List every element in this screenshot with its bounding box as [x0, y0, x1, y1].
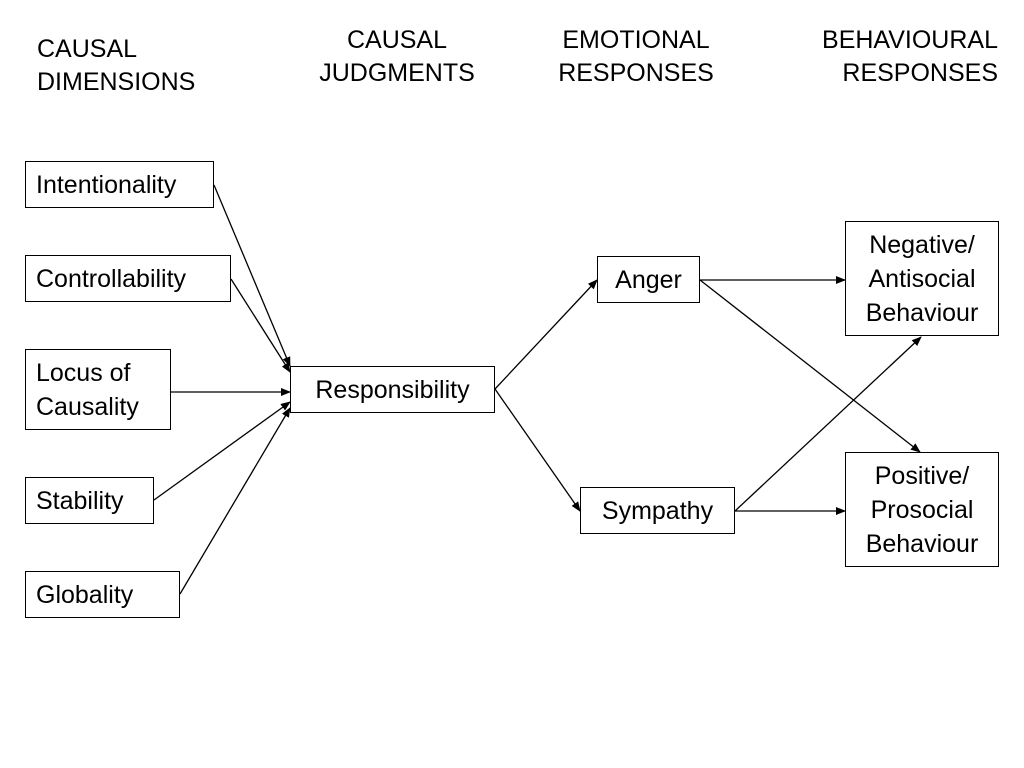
node-label: Prosocial: [870, 495, 974, 524]
node-label: Positive/: [874, 461, 970, 490]
arrow-responsibility-to-sympathy: [494, 388, 581, 512]
header-line: CAUSAL: [37, 35, 138, 63]
node-label: Behaviour: [865, 529, 979, 558]
arrow-stability-to-responsibility: [153, 401, 291, 501]
node-responsibility: Responsibility: [290, 366, 495, 413]
header-behavioural-responses: BEHAVIOURAL RESPONSES: [780, 24, 998, 90]
node-anger: Anger: [597, 256, 700, 303]
header-line: BEHAVIOURAL: [822, 26, 998, 54]
header-causal-judgments: CAUSAL JUDGMENTS: [307, 24, 487, 90]
header-line: DIMENSIONS: [37, 68, 196, 96]
arrow-globality-to-responsibility: [179, 407, 291, 595]
node-positive-prosocial-behaviour: Positive/ Prosocial Behaviour: [845, 452, 999, 567]
header-line: RESPONSES: [558, 59, 714, 87]
header-line: JUDGMENTS: [319, 59, 475, 87]
node-intentionality: Intentionality: [25, 161, 214, 208]
header-line: EMOTIONAL: [562, 26, 710, 54]
arrow-responsibility-to-anger: [494, 279, 598, 390]
node-label: Globality: [36, 580, 134, 609]
node-label: Responsibility: [315, 375, 470, 404]
node-label: Behaviour: [865, 298, 979, 327]
header-causal-dimensions: CAUSAL DIMENSIONS: [37, 33, 195, 99]
node-controllability: Controllability: [25, 255, 231, 302]
node-label: Anger: [615, 265, 682, 294]
node-label: Locus of: [36, 358, 131, 387]
node-locus-of-causality: Locus of Causality: [25, 349, 171, 430]
node-sympathy: Sympathy: [580, 487, 735, 534]
node-label: Negative/: [869, 230, 975, 259]
header-line: CAUSAL: [346, 26, 448, 54]
arrow-controllability-to-responsibility: [230, 278, 291, 373]
node-globality: Globality: [25, 571, 180, 618]
node-stability: Stability: [25, 477, 154, 524]
node-label: Causality: [36, 392, 139, 421]
header-line: RESPONSES: [842, 59, 998, 87]
node-label: Antisocial: [868, 264, 976, 293]
node-label: Stability: [36, 486, 124, 515]
header-emotional-responses: EMOTIONAL RESPONSES: [546, 24, 726, 90]
node-label: Controllability: [36, 264, 187, 293]
node-negative-antisocial-behaviour: Negative/ Antisocial Behaviour: [845, 221, 999, 336]
node-label: Intentionality: [36, 170, 177, 199]
node-label: Sympathy: [601, 496, 714, 525]
